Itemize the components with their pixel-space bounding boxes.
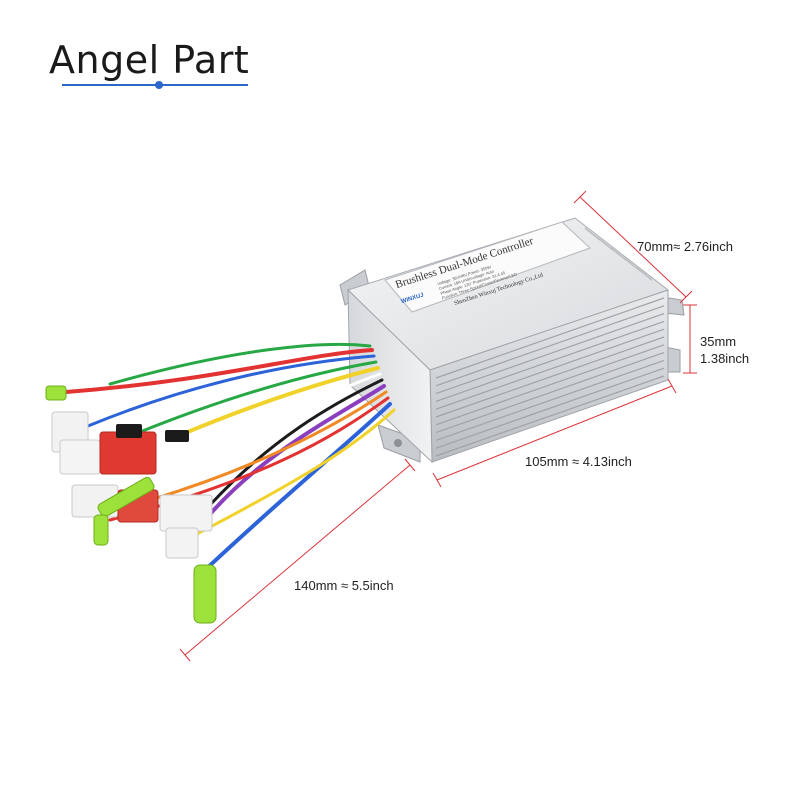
wire <box>138 360 378 434</box>
dim-line-length <box>436 385 673 481</box>
wire <box>193 408 396 537</box>
wire <box>108 342 372 386</box>
heatsink-fin <box>435 320 665 402</box>
heatsink-fin <box>435 367 665 449</box>
wire <box>176 366 380 438</box>
connector-green-3 <box>93 514 109 546</box>
controller-housing: Brushless Dual-Mode Controller WINXUJ Vo… <box>339 217 685 464</box>
wire-bundle <box>64 342 396 572</box>
heatsink-fin <box>435 344 665 426</box>
dim-cable-label: 140mm ≈ 5.5inch <box>294 578 394 593</box>
connector-black-1 <box>116 424 142 438</box>
dimension-lines <box>179 190 697 662</box>
connector-black-2 <box>165 430 189 442</box>
wire <box>86 354 376 428</box>
heatsink-fin <box>435 297 665 379</box>
heatsink-fin <box>435 359 665 441</box>
wire <box>148 390 388 502</box>
wire <box>203 402 392 572</box>
heatsink-fin <box>435 313 665 395</box>
wire <box>203 384 386 522</box>
connector-green-1 <box>45 385 67 401</box>
wire <box>64 348 374 394</box>
dim-width-label: 70mm≈ 2.76inch <box>637 239 734 254</box>
wire <box>198 372 382 472</box>
connector-white-4 <box>159 494 213 532</box>
heatsink-fin <box>435 336 665 418</box>
heatsink-fin <box>435 305 665 387</box>
brand-dot <box>155 81 163 89</box>
connector-red <box>99 431 157 475</box>
heatsink-fin <box>435 352 665 434</box>
dim-length-label: 105mm ≈ 4.13inch <box>525 454 632 469</box>
dim-height-mm-label: 35mm <box>700 334 737 349</box>
dim-line-width <box>579 196 687 298</box>
dim-height-in-label: 1.38inch <box>700 351 750 366</box>
dim-line-cable <box>184 464 411 656</box>
connector-green-4 <box>193 564 217 624</box>
connector-green-2 <box>97 476 155 518</box>
brand-name: Angel Part <box>49 38 250 82</box>
brand-logo: Angel Part <box>0 0 285 100</box>
connector-white-2 <box>59 439 101 475</box>
connectors <box>45 385 217 624</box>
connector-white-5 <box>165 527 199 559</box>
heatsink-fin <box>435 375 665 457</box>
heatsink-fin <box>435 328 665 410</box>
